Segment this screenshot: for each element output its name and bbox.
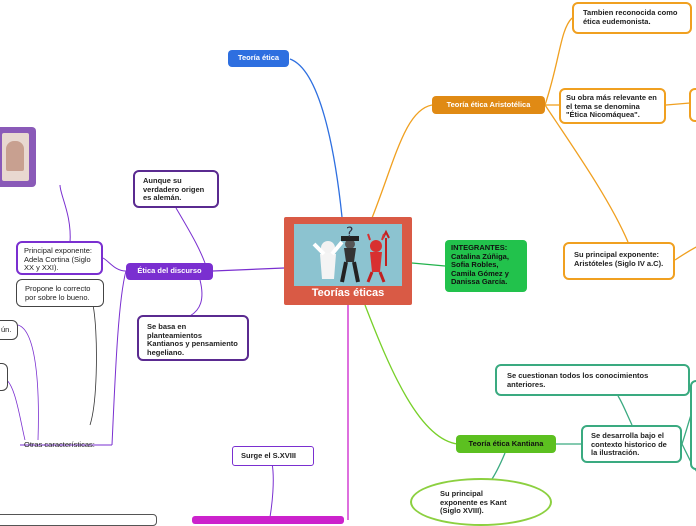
node-principal-aristoteles[interactable]: Su principal exponente: Aristóteles (Sig… bbox=[563, 242, 675, 280]
left-image bbox=[2, 133, 29, 181]
bottom-magenta-bar[interactable] bbox=[192, 516, 344, 524]
node-aristotelica[interactable]: Teoría ética Aristotélica bbox=[432, 96, 545, 114]
node-integrantes[interactable]: INTEGRANTES: Catalina Zúñiga, Sofia Robl… bbox=[445, 240, 527, 292]
node-left-fragment[interactable]: ún. bbox=[0, 320, 18, 340]
central-topic[interactable]: ? Teorías éticas bbox=[284, 217, 412, 305]
node-correcto[interactable]: Propone lo correcto por sobre lo bueno. bbox=[16, 279, 104, 307]
node-left-empty[interactable] bbox=[0, 363, 8, 391]
node-teoria-etica[interactable]: Teoría ética bbox=[228, 50, 289, 67]
node-kantiana[interactable]: Teoría ética Kantiana bbox=[456, 435, 556, 453]
node-ilustracion-right[interactable] bbox=[690, 380, 696, 470]
node-kantianos[interactable]: Se basa en planteamientos Kantianos y pe… bbox=[137, 315, 249, 361]
node-discurso[interactable]: Ética del discurso bbox=[126, 263, 213, 280]
left-image-node[interactable] bbox=[0, 127, 36, 187]
svg-text:?: ? bbox=[346, 225, 353, 241]
node-otras[interactable]: Otras características: bbox=[24, 441, 114, 451]
node-cortina[interactable]: Principal exponente: Adela Cortina (Sigl… bbox=[16, 241, 103, 275]
node-eudemonista[interactable]: Tambien reconocida como ética eudemonist… bbox=[572, 2, 692, 34]
central-illustration: ? bbox=[294, 224, 402, 286]
node-obra[interactable]: Su obra más relevante en el tema se deno… bbox=[559, 88, 666, 124]
node-ilustracion[interactable]: Se desarrolla bajo el contexto historico… bbox=[581, 425, 682, 463]
node-surge[interactable]: Surge el S.XVIII bbox=[232, 446, 314, 466]
node-obra-continuation[interactable] bbox=[689, 88, 696, 122]
node-principal-kant[interactable]: Su principal exponente es Kant (Siglo XV… bbox=[410, 478, 552, 526]
node-cuestionan[interactable]: Se cuestionan todos los conocimientos an… bbox=[495, 364, 690, 396]
bottom-left-box[interactable] bbox=[0, 514, 157, 526]
central-title: Teorías éticas bbox=[284, 287, 412, 299]
node-origen[interactable]: Aunque su verdadero origen es alemán. bbox=[133, 170, 219, 208]
